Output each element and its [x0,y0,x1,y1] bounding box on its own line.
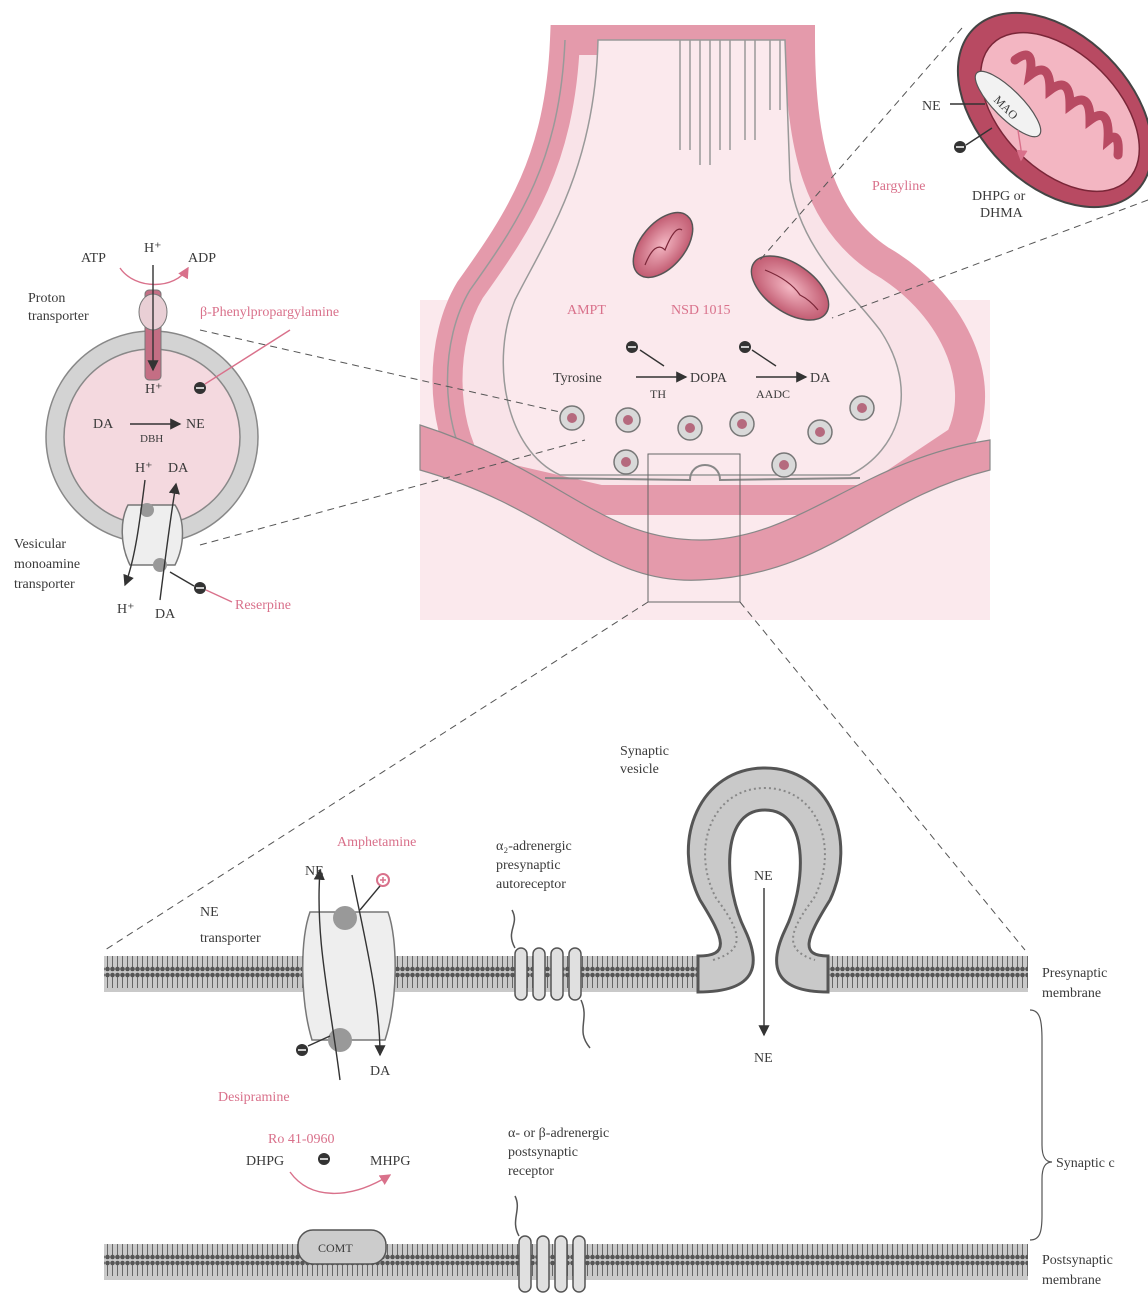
da-transport-label: DA [370,1064,391,1079]
mhpg-label: MHPG [370,1154,410,1169]
ne-release-label: NE [754,869,773,884]
ne-transporter-label-2: transporter [200,931,261,946]
postsyn-receptor-label-3: receptor [508,1164,554,1179]
amphetamine-label: Amphetamine [337,835,416,850]
alpha2-label-1: α₂-adrenergic [496,839,572,854]
pargyline-label: Pargyline [872,179,925,194]
nsd-label: NSD 1015 [671,303,731,318]
vmat-label-1: Vesicular [14,537,66,552]
alpha2-label-3: autoreceptor [496,877,566,892]
h-plus-lower-label: H⁺ [135,461,153,476]
ne-transporter [303,912,395,1040]
aadc-label: AADC [756,387,790,401]
reserpine-label: Reserpine [235,598,291,613]
h-plus-top-label: H⁺ [144,241,162,256]
vesicle-da-label: DA [93,417,114,432]
nerve-terminal: AMPT NSD 1015 Tyrosine DOPA DA TH AADC [420,40,990,620]
vmat-label-3: transporter [14,577,75,592]
h-plus-inner-label: H⁺ [145,382,163,397]
ne-transport-label: NE [305,864,324,879]
dhpg-label: DHPG [246,1154,284,1169]
ne-transporter-label-1: NE [200,905,219,920]
phenylpropargylamine-label: β-Phenylpropargylamine [200,305,339,320]
alpha2-autoreceptor [511,910,590,1048]
mito-ne-label: NE [922,99,941,114]
presynaptic-label-1: Presynaptic [1042,966,1107,981]
dhpg-dhma-label-2: DHMA [980,206,1024,221]
comt-label: COMT [318,1241,353,1255]
desipramine-label: Desipramine [218,1090,290,1105]
presynaptic-label-2: membrane [1042,986,1101,1001]
h-plus-out-label: H⁺ [117,602,135,617]
alpha2-label-2: presynaptic [496,858,561,873]
da-label: DA [810,371,831,386]
dopa-label: DOPA [690,371,728,386]
vesicle-ne-label: NE [186,417,205,432]
dbh-label: DBH [140,433,163,445]
postsyn-receptor-label-1: α- or β-adrenergic [508,1126,609,1141]
proton-transporter-label-1: Proton [28,291,65,306]
synaptic-vesicle-label-2: vesicle [620,762,659,777]
ne-cleft-label: NE [754,1051,773,1066]
th-label: TH [650,387,666,401]
tyrosine-label: Tyrosine [553,371,602,386]
atp-label: ATP [81,251,106,266]
dhpg-dhma-label-1: DHPG or [972,189,1026,204]
ampt-label: AMPT [567,303,606,318]
adp-label: ADP [188,251,216,266]
da-lower-label: DA [168,461,189,476]
da-out-label: DA [155,607,176,622]
synaptic-cleft-label: Synaptic c [1056,1156,1115,1171]
synapse-detail: Synaptic vesicle NE Amphetamine NE trans… [104,602,1115,1292]
vmat-label-2: monoamine [14,557,80,572]
proton-transporter-label-2: transporter [28,309,89,324]
postsynaptic-label-2: membrane [1042,1273,1101,1288]
cleft-brace [1030,1010,1052,1240]
postsyn-receptor-label-2: postsynaptic [508,1145,578,1160]
postsynaptic-label-1: Postsynaptic [1042,1253,1113,1268]
synaptic-vesicle-label-1: Synaptic [620,744,669,759]
ro-label: Ro 41-0960 [268,1132,335,1147]
presynaptic-membrane [104,956,698,992]
